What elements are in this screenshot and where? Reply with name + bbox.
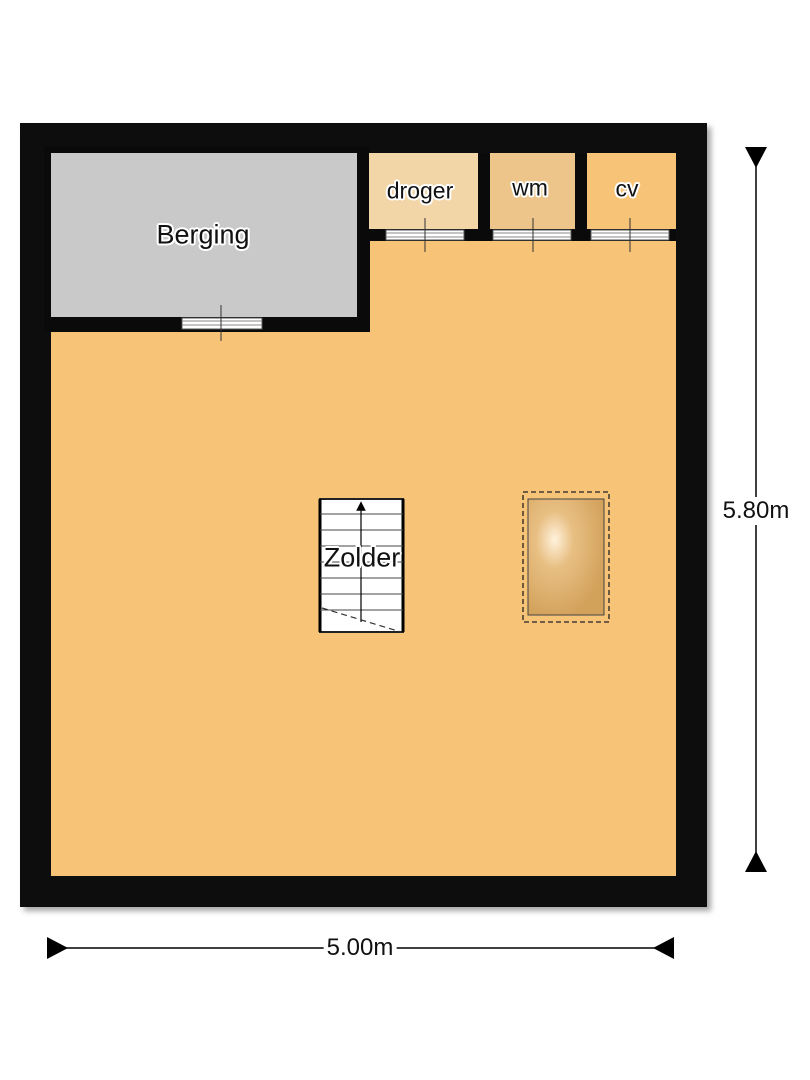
height-dimension-label: 5.80m bbox=[719, 497, 793, 525]
room-label-wm: wm bbox=[512, 174, 548, 201]
skylight bbox=[522, 491, 610, 623]
room-label-zolder: Zolder bbox=[323, 542, 401, 573]
room-label-berging: Berging bbox=[156, 219, 250, 250]
closet-divider-1 bbox=[357, 153, 369, 241]
room-label-cv: cv bbox=[615, 175, 639, 202]
droger-door bbox=[385, 218, 465, 252]
closet-divider-2 bbox=[478, 153, 490, 241]
wm-door bbox=[492, 218, 572, 252]
wm-floor bbox=[490, 153, 575, 229]
berging-door bbox=[181, 305, 263, 341]
berging-floor bbox=[51, 153, 357, 317]
staircase bbox=[318, 498, 405, 633]
cv-floor bbox=[587, 153, 676, 229]
cv-door bbox=[590, 218, 670, 252]
droger-floor bbox=[369, 153, 478, 229]
closet-divider-3 bbox=[575, 153, 587, 241]
room-label-droger: droger bbox=[386, 177, 454, 204]
width-dimension-label: 5.00m bbox=[323, 934, 397, 962]
